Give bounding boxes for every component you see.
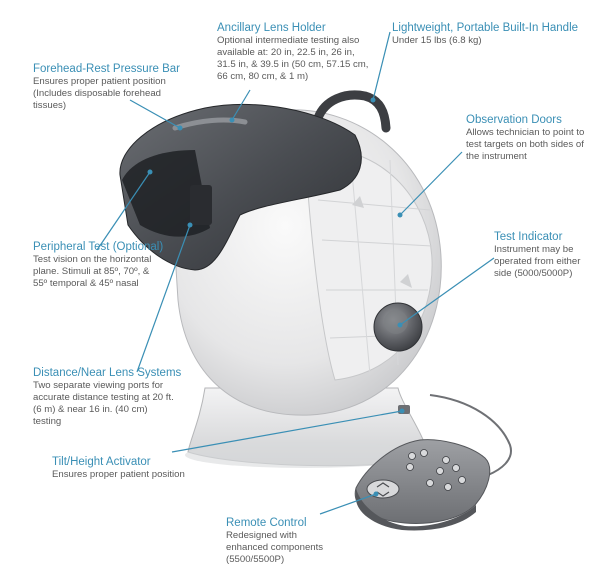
callout-observation-doors: Observation Doors Allows technician to p… <box>466 113 598 163</box>
remote-button[interactable] <box>452 464 460 472</box>
callout-title: Tilt/Height Activator <box>52 456 151 468</box>
remote-button[interactable] <box>458 476 466 484</box>
leader-distance <box>136 224 191 373</box>
callout-tilt-height: Tilt/Height Activator Ensures proper pat… <box>52 455 217 481</box>
callout-description: Test vision on the horizontal plane. Sti… <box>33 254 152 289</box>
callout-title: Ancillary Lens Holder <box>217 22 326 34</box>
leader-handle <box>372 31 391 101</box>
leader-peripheral <box>96 171 151 251</box>
callout-title: Peripheral Test (Optional) <box>33 241 164 253</box>
callout-description: Allows technician to point to test targe… <box>466 127 585 162</box>
callout-description: Redesigned with enhanced components (550… <box>226 530 324 565</box>
remote-button[interactable] <box>420 449 428 457</box>
callout-title: Test Indicator <box>494 231 563 243</box>
leader-ancillary <box>231 89 251 121</box>
remote-button[interactable] <box>426 479 434 487</box>
callout-description: Instrument may be operated from either s… <box>494 244 581 279</box>
leader-observation <box>399 151 463 216</box>
callout-title: Lightweight, Portable Built-In Handle <box>392 22 579 34</box>
callout-description: Under 15 lbs (6.8 kg) <box>392 35 482 46</box>
callout-title: Distance/Near Lens Systems <box>33 367 182 379</box>
remote-button[interactable] <box>408 452 416 460</box>
callout-description: Ensures proper patient position <box>52 469 185 480</box>
remote-button[interactable] <box>406 463 414 471</box>
callout-description: Two separate viewing ports for accurate … <box>33 380 174 427</box>
callout-distance-near-lens: Distance/Near Lens Systems Two separate … <box>33 366 182 428</box>
remote-control[interactable] <box>354 439 491 524</box>
carry-handle <box>313 90 391 133</box>
leader-forehead <box>129 99 181 129</box>
callout-test-indicator: Test Indicator Instrument may be operate… <box>494 230 594 280</box>
remote-button[interactable] <box>442 456 450 464</box>
remote-button[interactable] <box>444 483 452 491</box>
callout-title: Observation Doors <box>466 114 562 126</box>
callout-handle: Lightweight, Portable Built-In Handle Un… <box>392 21 592 47</box>
callout-title: Forehead-Rest Pressure Bar <box>33 63 181 75</box>
callout-description: Optional intermediate testing also avail… <box>217 35 369 82</box>
callout-title: Remote Control <box>226 517 307 529</box>
callout-forehead-rest: Forehead-Rest Pressure Bar Ensures prope… <box>33 62 193 112</box>
callout-ancillary-lens-holder: Ancillary Lens Holder Optional intermedi… <box>217 21 369 83</box>
callout-description: Ensures proper patient position (Include… <box>33 76 166 111</box>
leader-remote <box>319 493 377 515</box>
leader-test-indicator <box>399 257 495 326</box>
remote-cable <box>429 394 512 476</box>
leader-tilt <box>171 410 403 453</box>
callout-remote-control: Remote Control Redesigned with enhanced … <box>226 516 336 566</box>
remote-button[interactable] <box>436 467 444 475</box>
callout-peripheral-test: Peripheral Test (Optional) Test vision o… <box>33 240 164 290</box>
